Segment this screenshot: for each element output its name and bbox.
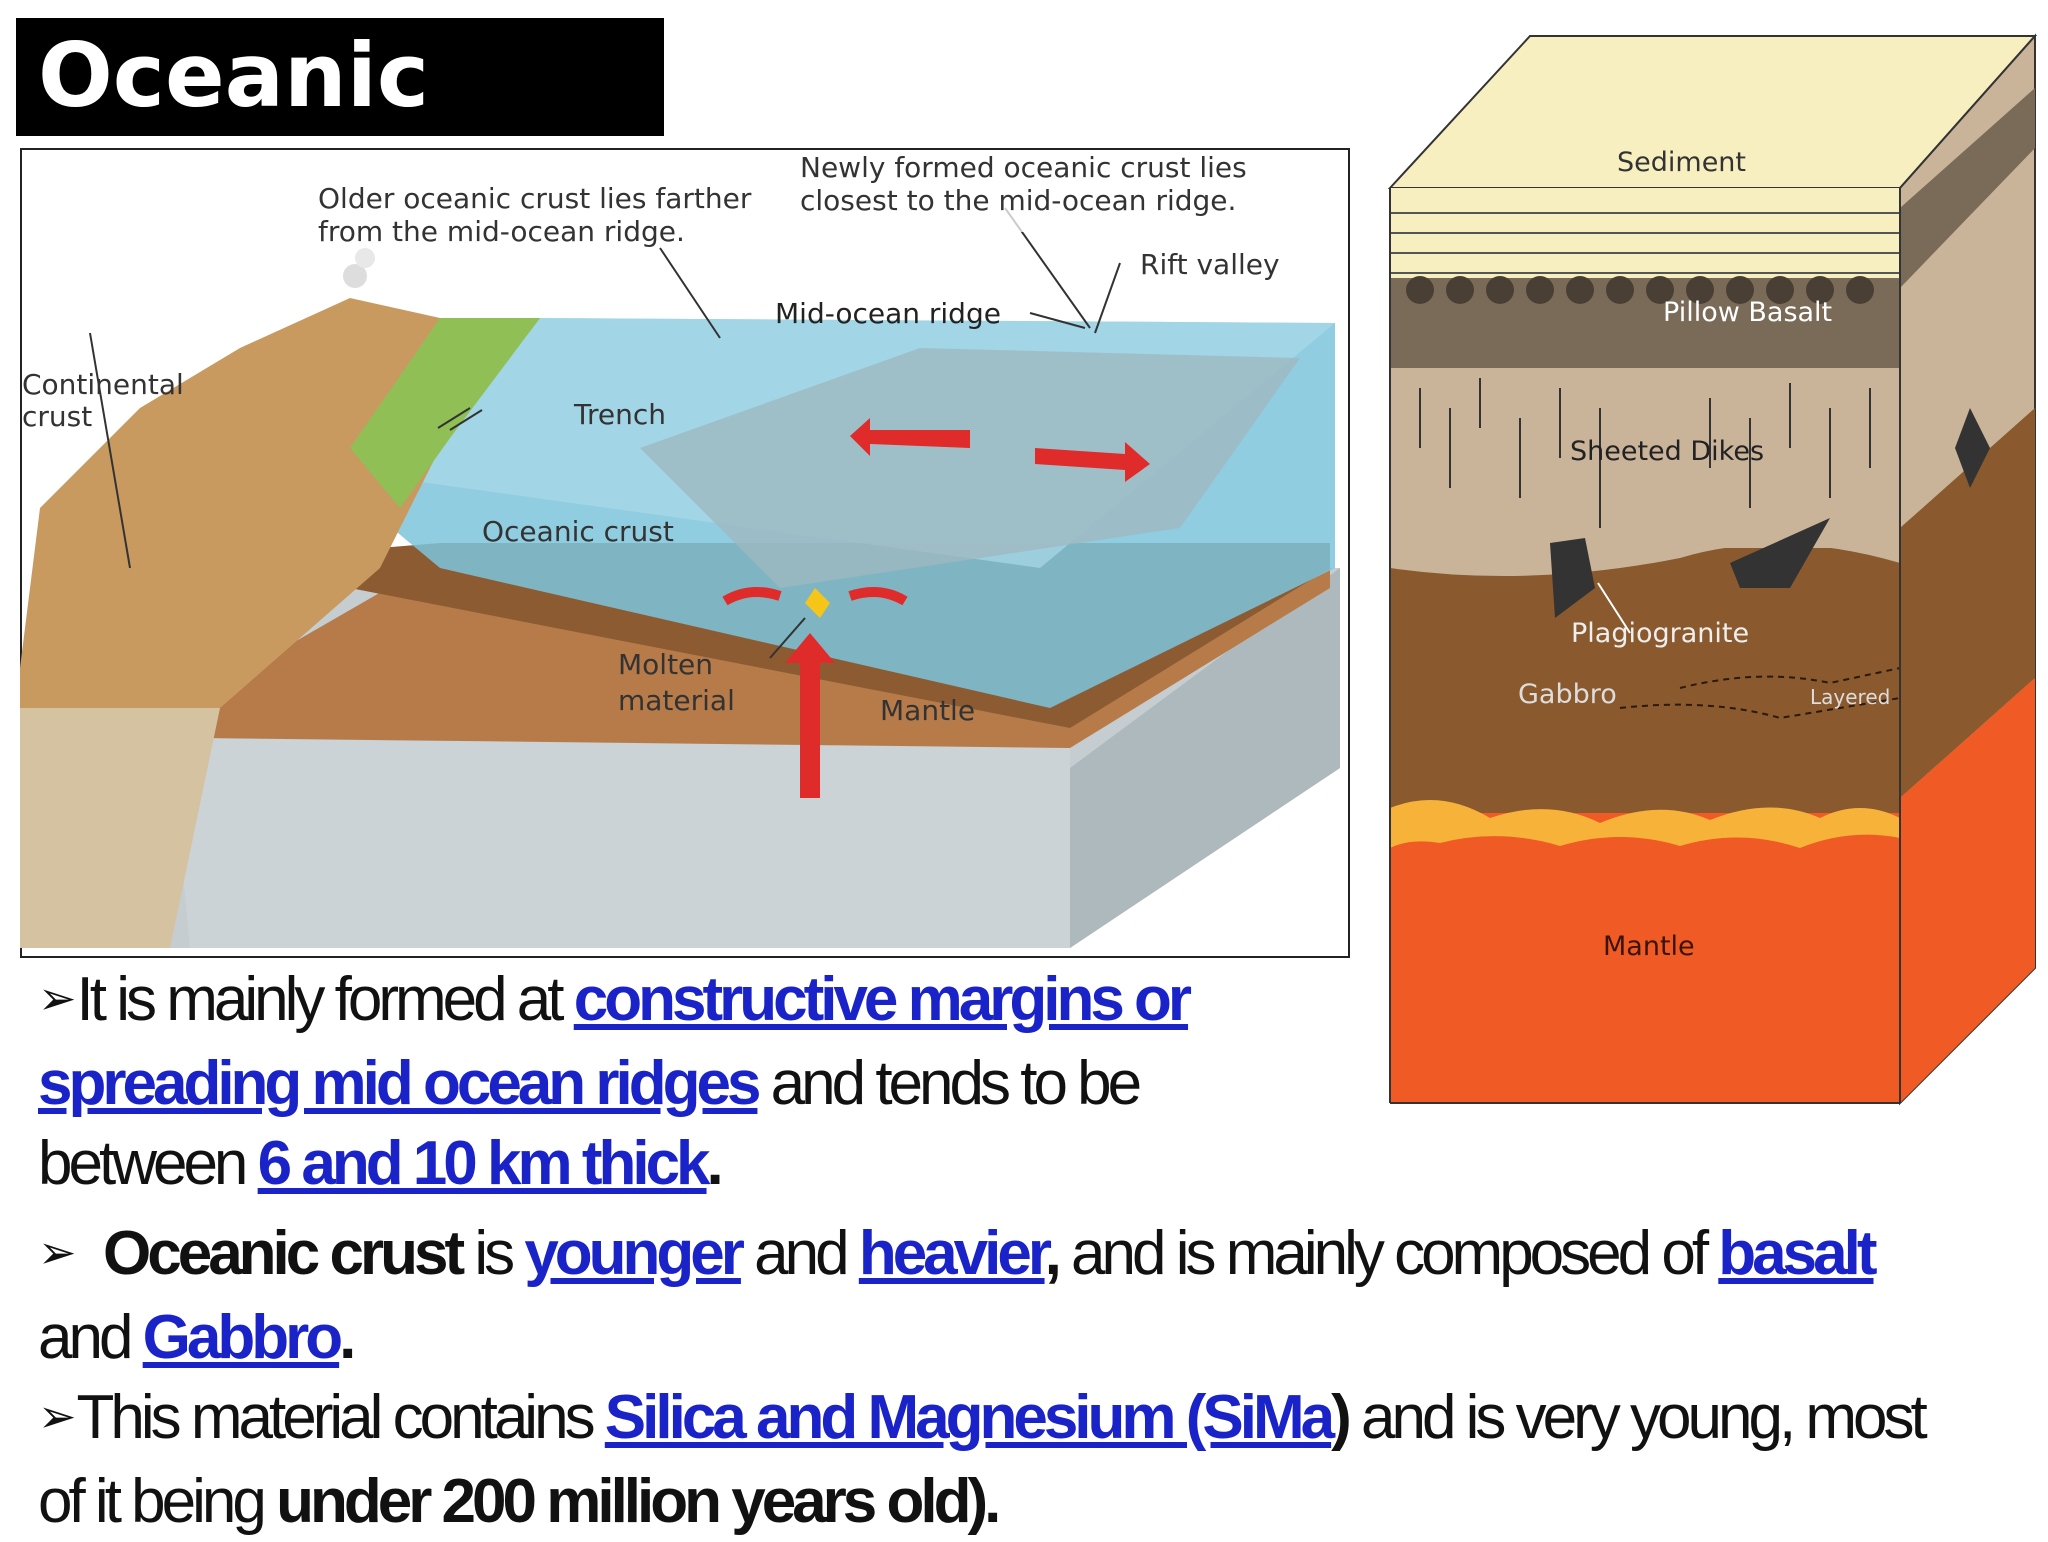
label-rift-valley: Rift valley	[1140, 248, 1280, 281]
svg-text:Newly formed oceanic crust lie: Newly formed oceanic crust lies closest …	[800, 151, 1256, 217]
layer-label-sheeted-dikes: Sheeted Dikes	[1570, 436, 1764, 467]
arrow-bullet-icon: ➢	[38, 1225, 77, 1279]
bullet-2-text-d: and	[38, 1303, 143, 1372]
layer-label-gabbro: Gabbro	[1518, 679, 1617, 710]
bullet-3: ➢This material contains Silica and Magne…	[38, 1378, 2028, 1542]
label-trench: Trench	[573, 398, 666, 431]
label-newly-formed-1: Newly formed oceanic crust lies	[800, 151, 1247, 184]
oceanic-crust-layers-diagram: Sediment Pillow Basalt Sheeted Dikes Pla…	[1387, 33, 2038, 1106]
bullet-2-bold: Oceanic crust	[103, 1219, 465, 1288]
arrow-bullet-icon: ➢	[38, 971, 77, 1025]
label-mantle: Mantle	[880, 694, 975, 727]
bullet-3-text-b: and is very young, most	[1347, 1383, 1928, 1452]
bullet-2: ➢ Oceanic crust is younger and heavier, …	[38, 1214, 2028, 1378]
bullet-2-period: .	[339, 1303, 356, 1372]
layer-label-mantle: Mantle	[1603, 931, 1695, 962]
bullet-1-text-a: It is mainly formed at	[76, 965, 574, 1034]
slide-title-box: Oceanic Crust	[16, 18, 664, 226]
svg-text:Molten material: Molten material	[618, 648, 735, 717]
label-molten-2: material	[618, 684, 735, 717]
label-continental-crust-1: Continental	[22, 368, 184, 401]
label-mid-ocean-ridge: Mid-ocean ridge	[775, 297, 1001, 330]
link-gabbro[interactable]: Gabbro	[142, 1303, 343, 1372]
seafloor-spreading-diagram: Older oceanic crust lies farther from th…	[20, 148, 1350, 958]
layer-label-sediment: Sediment	[1617, 147, 1746, 178]
bullet-1-text-d: .	[706, 1129, 724, 1198]
link-thickness[interactable]: 6 and 10 km thick	[257, 1129, 711, 1198]
bullet-2-text-b: and	[740, 1219, 859, 1288]
layer-label-layered: Layered	[1810, 685, 1890, 709]
label-oceanic-crust: Oceanic crust	[482, 515, 674, 548]
layer-label-pillow-basalt: Pillow Basalt	[1663, 297, 1832, 328]
bullet-1-text-b: and tends to be	[757, 1049, 1142, 1118]
bullet-2-text-a: is	[461, 1219, 525, 1288]
link-younger[interactable]: younger	[524, 1219, 745, 1288]
link-spreading-ridges[interactable]: spreading mid ocean ridges	[38, 1049, 761, 1118]
bullet-3-text-a: This material contains	[76, 1383, 605, 1452]
bullet-2-text-c: and is mainly composed of	[1057, 1219, 1719, 1288]
bullet-list: ➢It is mainly formed at constructive mar…	[38, 960, 2028, 1542]
label-newly-formed-2: closest to the mid-ocean ridge.	[800, 184, 1236, 217]
label-older-crust-2: from the mid-ocean ridge.	[318, 215, 685, 248]
link-basalt[interactable]: basalt	[1718, 1219, 1877, 1288]
bullet-3-bold: under 200 million years old).	[276, 1467, 1001, 1536]
bullet-3-text-c: of it being	[38, 1467, 277, 1536]
label-molten-1: Molten	[618, 648, 713, 681]
label-continental-crust-2: crust	[22, 400, 92, 433]
bullet-1: ➢It is mainly formed at constructive mar…	[38, 960, 2028, 1204]
bullet-1-text-c: between	[38, 1129, 258, 1198]
link-constructive-margins[interactable]: constructive margins or	[573, 965, 1192, 1034]
label-older-crust-1: Older oceanic crust lies farther	[318, 182, 752, 215]
link-heavier[interactable]: heavier	[858, 1219, 1049, 1288]
bullet-3-paren: )	[1331, 1383, 1352, 1452]
svg-text:Continental crust: Continental crust	[22, 368, 193, 433]
svg-text:Older oceanic crust lies farth: Older oceanic crust lies farther from th…	[318, 182, 760, 248]
arrow-bullet-icon: ➢	[38, 1389, 77, 1443]
layer-label-plagiogranite: Plagiogranite	[1571, 618, 1749, 649]
link-sima[interactable]: Silica and Magnesium (SiMa	[604, 1383, 1335, 1452]
bullet-2-comma: ,	[1044, 1219, 1062, 1288]
